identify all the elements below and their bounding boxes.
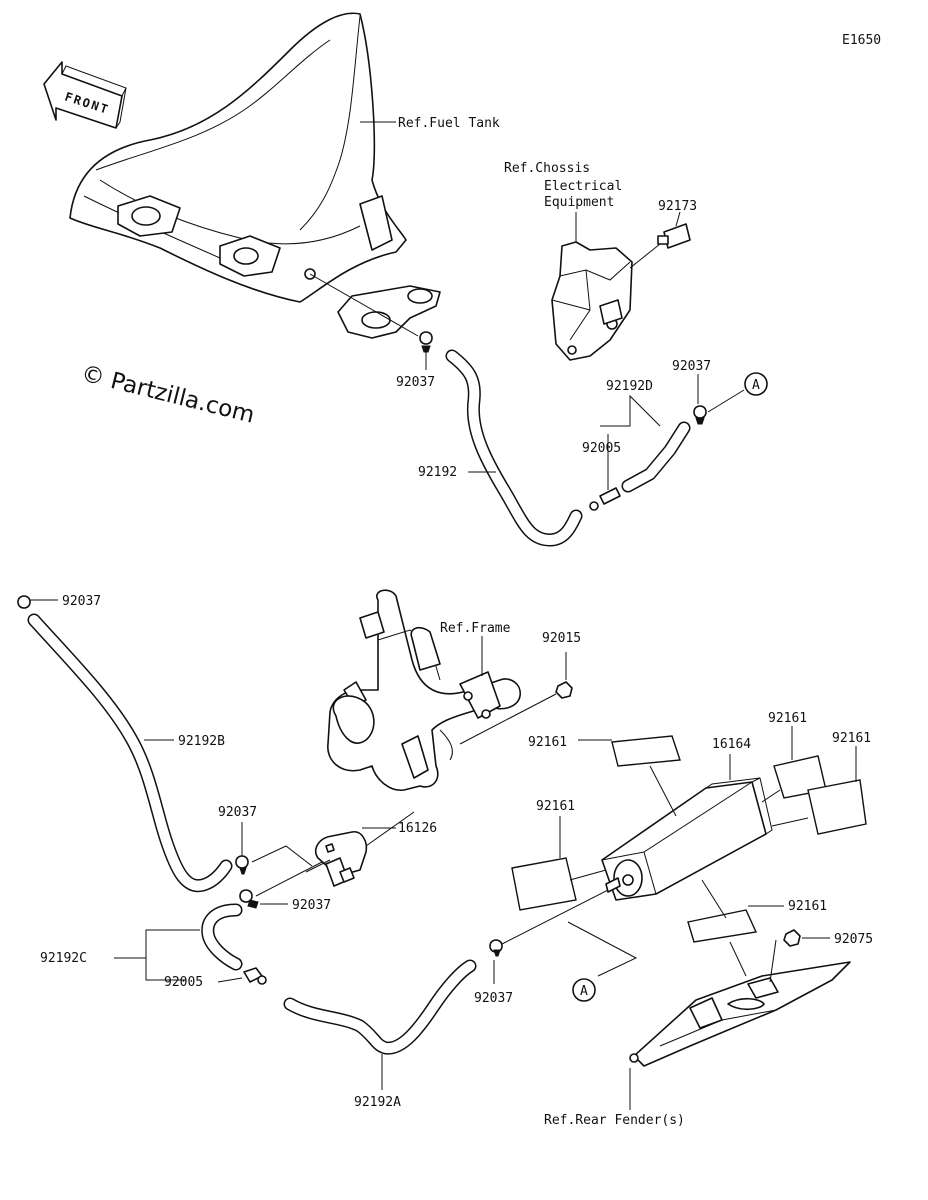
label-92015: 92015 [542, 631, 581, 646]
label-92037-f: 92037 [474, 991, 513, 1006]
leader-92037-e-link [255, 861, 323, 897]
label-92173: 92173 [658, 199, 697, 214]
leader-fender-mount [729, 941, 747, 977]
label-pad-5 [687, 909, 758, 943]
label-92037-d: 92037 [218, 805, 257, 820]
clamp-92037-a [419, 331, 433, 353]
leader-92005-lower [217, 977, 243, 983]
clamp-92037-c [17, 595, 31, 609]
hose-92192D [621, 421, 691, 493]
chassis-bracket-ref [551, 241, 633, 361]
hose-92192 [445, 349, 583, 547]
solenoid-92173 [657, 223, 691, 249]
label-92192C: 92192C [40, 951, 87, 966]
leader-92015-mount [459, 693, 557, 745]
ref-chassis-line3: Equipment [544, 195, 614, 210]
label-pad-4 [511, 857, 577, 911]
clamp-92037-d [235, 855, 249, 875]
bolt-92075 [783, 929, 801, 947]
clamp-92037-f [489, 939, 503, 957]
label-92037-b: 92037 [672, 359, 711, 374]
callout-A-lower-label: A [580, 984, 588, 999]
callout-A-upper-label: A [752, 378, 760, 393]
leader-16126-mount [365, 811, 415, 847]
leader-A-lower [567, 921, 638, 977]
label-92161-2: 92161 [768, 711, 807, 726]
label-92037-e: 92037 [292, 898, 331, 913]
ref-frame-label: Ref.Frame [440, 621, 511, 636]
joint-92005-lower [243, 967, 267, 985]
label-92192A: 92192A [354, 1095, 401, 1110]
callout-A-lower [572, 978, 596, 1002]
label-16164: 16164 [712, 737, 751, 752]
frame-ref [327, 589, 521, 791]
joint-92005-upper [589, 487, 621, 511]
watermark: © Partzilla.com [79, 361, 258, 429]
leader-92161-3-link [771, 817, 809, 827]
label-92161-4: 92161 [536, 799, 575, 814]
clamp-92037-b [693, 405, 707, 425]
valve-16126 [305, 831, 368, 887]
leader-solenoid-mount [629, 243, 661, 269]
label-92161-5: 92161 [788, 899, 827, 914]
fuel-tank-ref [69, 12, 441, 339]
leader-92192D [600, 394, 661, 427]
leader-92037-f-link [501, 887, 613, 945]
label-92005-upper: 92005 [582, 441, 621, 456]
diagram-code: E1650 [842, 33, 881, 48]
leader-A-upper [707, 389, 745, 413]
leader-92192C-bracket [145, 929, 200, 981]
clamp-92037-e [239, 889, 259, 909]
hose-92192C [201, 903, 243, 971]
label-pad-3 [807, 779, 867, 835]
callout-A-upper [744, 372, 768, 396]
leader-92161-5-link [701, 879, 727, 919]
rear-fender-bracket-ref [629, 961, 851, 1067]
ref-fuel-tank-label: Ref.Fuel Tank [398, 116, 500, 131]
label-92075: 92075 [834, 932, 873, 947]
leader-92161-2-link [761, 789, 781, 803]
canister-16164 [601, 777, 773, 901]
leader-92037-d-link [251, 845, 313, 867]
label-92161-1: 92161 [528, 735, 567, 750]
label-92192B: 92192B [178, 734, 225, 749]
label-92005-lower: 92005 [164, 975, 203, 990]
label-92192D: 92192D [606, 379, 653, 394]
label-92037-c: 92037 [62, 594, 101, 609]
leader-92161-4-link [569, 869, 607, 881]
label-pad-1 [611, 735, 681, 767]
label-92161-3: 92161 [832, 731, 871, 746]
nut-92015 [555, 681, 573, 699]
leader-92173 [675, 211, 681, 227]
label-16126: 16126 [398, 821, 437, 836]
hose-92192B [27, 613, 233, 893]
hose-92192A [283, 959, 477, 1055]
ref-chassis-line2: Electrical [544, 179, 622, 194]
label-92192: 92192 [418, 465, 457, 480]
label-92037-a: 92037 [396, 375, 435, 390]
leader-92161-1-link [649, 765, 677, 817]
ref-rear-fender-label: Ref.Rear Fender(s) [544, 1113, 685, 1128]
leader-92075-mount [769, 939, 777, 983]
ref-chassis-line1: Ref.Chossis [504, 161, 590, 176]
front-arrow-icon: FRONT [43, 61, 127, 129]
